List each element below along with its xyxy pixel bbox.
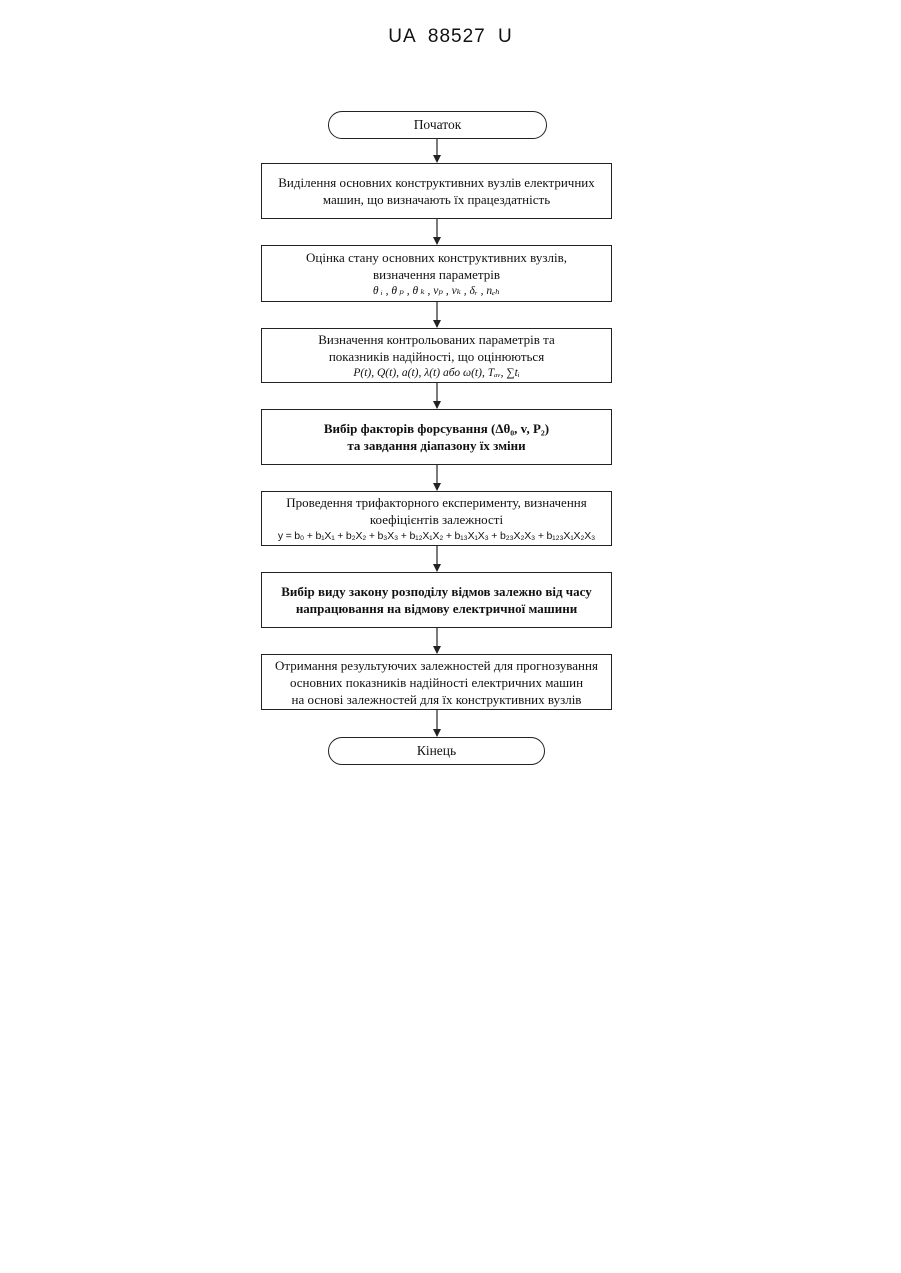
step-1-box: Виділення основних конструктивних вузлів… [261,163,612,219]
step-7-box: Отримання результуючих залежностей для п… [261,654,612,710]
step-6-box: Вибір виду закону розподілу відмов залеж… [261,572,612,628]
end-terminal: Кінець [328,737,545,765]
step-7-line-1: Отримання результуючих залежностей для п… [275,657,598,674]
step-2-parameters-formula: θ ᵢ , θ ₚ , θ ₖ , vₚ , vₖ , δᵣ , nₑₕ [373,283,500,299]
end-label: Кінець [417,743,456,759]
step-4-box: Вибір факторів форсування (Δθ₀, v, P₂) т… [261,409,612,465]
step-5-line-2: коефіцієнтів залежності [370,511,503,528]
step-5-regression-formula: y = b₀ + b₁X₁ + b₂X₂ + b₃X₃ + b₁₂X₁X₂ + … [278,528,595,544]
step-3-line-2: показників надійності, що оцінюються [329,348,544,365]
start-label: Початок [414,117,462,133]
step-2-line-1: Оцінка стану основних конструктивних вуз… [306,249,567,266]
step-1-line-2: машин, що визначають їх працездатність [323,191,550,208]
step-3-indicators-formula: P(t), Q(t), a(t), λ(t) або ω(t), Tₐᵥ, ∑t… [353,365,519,381]
step-5-line-1: Проведення трифакторного експерименту, в… [286,494,586,511]
step-2-box: Оцінка стану основних конструктивних вуз… [261,245,612,302]
step-2-line-2: визначення параметрів [373,266,500,283]
step-3-line-1: Визначення контрольованих параметрів та [318,331,554,348]
step-4-line-1: Вибір факторів форсування (Δθ₀, v, P₂) [324,420,549,437]
step-6-line-2: напрацювання на відмову електричної маши… [296,600,577,617]
step-6-line-1: Вибір виду закону розподілу відмов залеж… [281,583,591,600]
step-3-box: Визначення контрольованих параметрів та … [261,328,612,383]
step-7-line-2: основних показників надійності електричн… [290,674,583,691]
step-1-line-1: Виділення основних конструктивних вузлів… [278,174,594,191]
step-7-line-3: на основі залежностей для їх конструктив… [292,691,582,708]
step-4-line-2: та завдання діапазону їх зміни [347,437,525,454]
start-terminal: Початок [328,111,547,139]
step-5-box: Проведення трифакторного експерименту, в… [261,491,612,546]
